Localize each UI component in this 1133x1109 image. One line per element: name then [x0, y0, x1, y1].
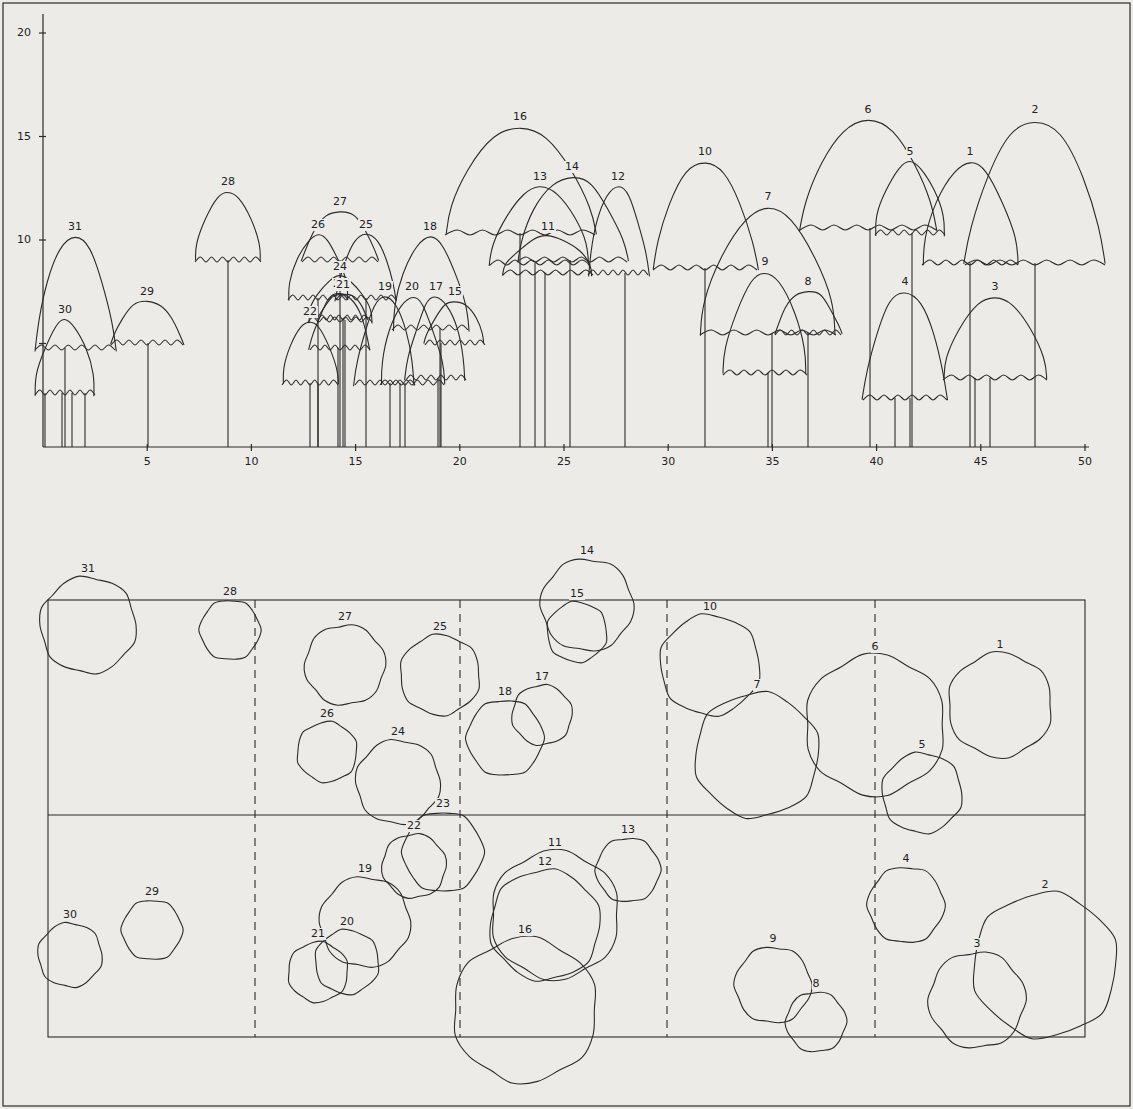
callout-number: 26 [310, 219, 326, 231]
callout-number: 29 [139, 286, 155, 298]
callout-number: 1 [996, 639, 1005, 651]
axis-tick: 25 [556, 456, 572, 468]
callout-number: 18 [497, 686, 513, 698]
callout-number: 17 [428, 281, 444, 293]
callout-number: 5 [918, 739, 927, 751]
axis-tick: 35 [764, 456, 780, 468]
axis-tick: 10 [16, 234, 32, 246]
callout-number: 28 [222, 586, 238, 598]
callout-number: 9 [769, 933, 778, 945]
callout-number: 28 [220, 176, 236, 188]
callout-number: 18 [422, 221, 438, 233]
callout-number: 17 [534, 671, 550, 683]
axis-tick: 15 [16, 131, 32, 143]
callout-number: 5 [906, 146, 915, 158]
callout-number: 23 [435, 798, 451, 810]
callout-number: 2 [1041, 879, 1050, 891]
callout-number: 27 [337, 611, 353, 623]
callout-number: 12 [537, 856, 553, 868]
callout-number: 3 [973, 938, 982, 950]
axis-tick: 20 [452, 456, 468, 468]
callout-number: 19 [357, 863, 373, 875]
callout-number: 12 [610, 171, 626, 183]
callout-number: 15 [447, 286, 463, 298]
callout-number: 10 [697, 146, 713, 158]
callout-number: 20 [404, 281, 420, 293]
callout-number: 31 [67, 221, 83, 233]
callout-number: 1 [966, 146, 975, 158]
callout-number: 14 [579, 545, 595, 557]
axis-tick: 20 [16, 27, 32, 39]
callout-number: 22 [406, 820, 422, 832]
callout-number: 7 [764, 191, 773, 203]
callout-number: 13 [532, 171, 548, 183]
axis-tick: 5 [143, 456, 152, 468]
callout-number: 26 [319, 708, 335, 720]
callout-number: 6 [864, 104, 873, 116]
crown-projection [38, 559, 1117, 1084]
callout-number: 11 [547, 837, 563, 849]
callout-number: 21 [335, 279, 351, 291]
axis-tick: 15 [348, 456, 364, 468]
frame [3, 3, 1130, 1106]
callout-number: 4 [902, 853, 911, 865]
axis-tick: 40 [869, 456, 885, 468]
axis-tick: 10 [243, 456, 259, 468]
callout-number: 9 [761, 256, 770, 268]
callout-number: 2 [1031, 104, 1040, 116]
callout-number: 30 [62, 909, 78, 921]
callout-number: 19 [377, 281, 393, 293]
axes [39, 14, 1089, 451]
callout-number: 30 [57, 304, 73, 316]
callout-number: 14 [564, 161, 580, 173]
callout-number: 22 [302, 306, 318, 318]
callout-number: 13 [620, 824, 636, 836]
callout-number: 8 [812, 978, 821, 990]
tree-profiles [35, 120, 1105, 447]
callout-number: 20 [339, 916, 355, 928]
axis-tick: 30 [660, 456, 676, 468]
callout-number: 27 [332, 196, 348, 208]
callout-number: 25 [432, 621, 448, 633]
callout-number: 31 [80, 563, 96, 575]
axis-tick: 50 [1077, 456, 1093, 468]
callout-number: 21 [310, 928, 326, 940]
callout-number: 16 [517, 924, 533, 936]
callout-number: 10 [702, 601, 718, 613]
callout-number: 15 [569, 588, 585, 600]
callout-number: 8 [804, 276, 813, 288]
callout-number: 24 [332, 261, 348, 273]
callout-number: 4 [901, 276, 910, 288]
callout-number: 11 [540, 221, 556, 233]
callout-number: 7 [753, 679, 762, 691]
callout-number: 6 [871, 641, 880, 653]
axis-tick: 45 [973, 456, 989, 468]
callout-number: 24 [390, 726, 406, 738]
callout-number: 25 [358, 219, 374, 231]
callout-number: 29 [144, 886, 160, 898]
callout-number: 3 [991, 281, 1000, 293]
callout-number: 16 [512, 111, 528, 123]
